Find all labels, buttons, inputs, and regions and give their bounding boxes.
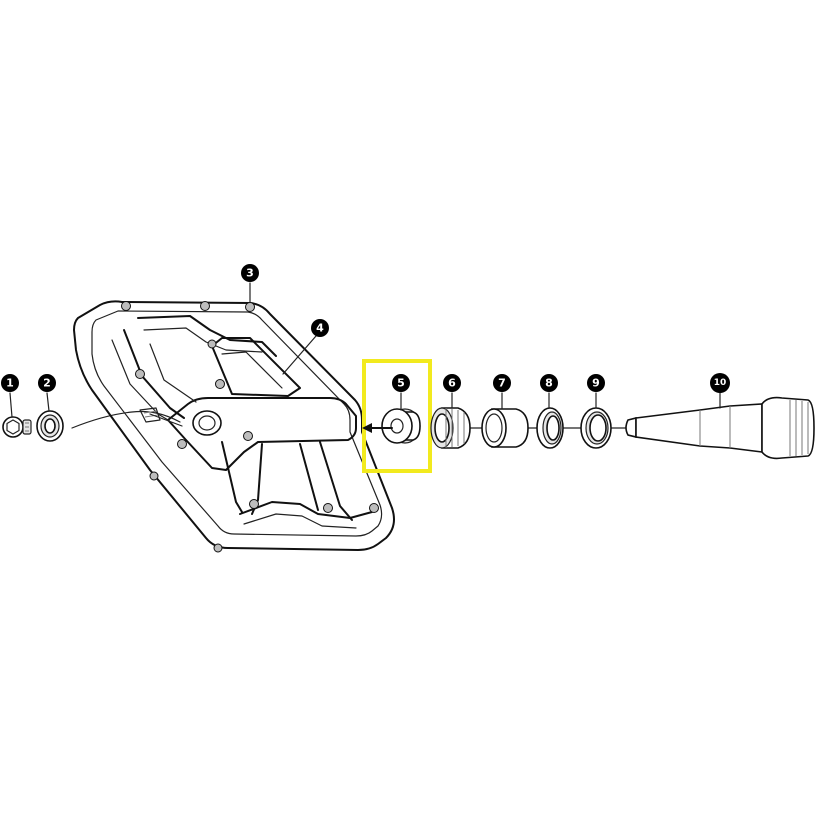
- callout-6: 6: [443, 374, 461, 392]
- part-5-bushing: [381, 408, 421, 444]
- svg-text:7: 7: [498, 377, 506, 390]
- svg-text:3: 3: [246, 267, 254, 280]
- part-4-pedal-body: [73, 300, 395, 553]
- part-9-seal-ring: [580, 407, 612, 449]
- callout-8: 8: [540, 374, 558, 392]
- part-2-end-cap-seal: [36, 410, 64, 442]
- part-7-sleeve: [481, 408, 529, 448]
- part-1-end-cap-bolt: [2, 416, 32, 438]
- callout-10: 10: [710, 373, 730, 393]
- part-6-bearing-cartridge: [430, 407, 471, 449]
- callout-3: 3: [241, 264, 259, 282]
- svg-text:1: 1: [6, 377, 14, 390]
- callout-leaders: [9, 282, 721, 418]
- part-8-washer: [536, 407, 564, 449]
- callout-9: 9: [587, 374, 605, 392]
- svg-text:9: 9: [592, 377, 600, 390]
- svg-text:10: 10: [714, 378, 727, 388]
- svg-text:5: 5: [397, 377, 405, 390]
- highlight-box-part-5: [362, 359, 432, 473]
- callout-1: 1: [1, 374, 19, 392]
- part-4-pins: [121, 301, 379, 553]
- callout-5: 5: [392, 374, 410, 392]
- part-10-spindle: [625, 396, 815, 460]
- svg-text:6: 6: [448, 377, 456, 390]
- callout-4: 4: [311, 319, 329, 337]
- assembly-axis-line: [71, 410, 181, 429]
- part-5-direction-arrow: [362, 423, 393, 433]
- svg-text:2: 2: [43, 377, 51, 390]
- callout-2: 2: [38, 374, 56, 392]
- callout-7: 7: [493, 374, 511, 392]
- svg-text:8: 8: [545, 377, 553, 390]
- svg-text:4: 4: [316, 322, 324, 335]
